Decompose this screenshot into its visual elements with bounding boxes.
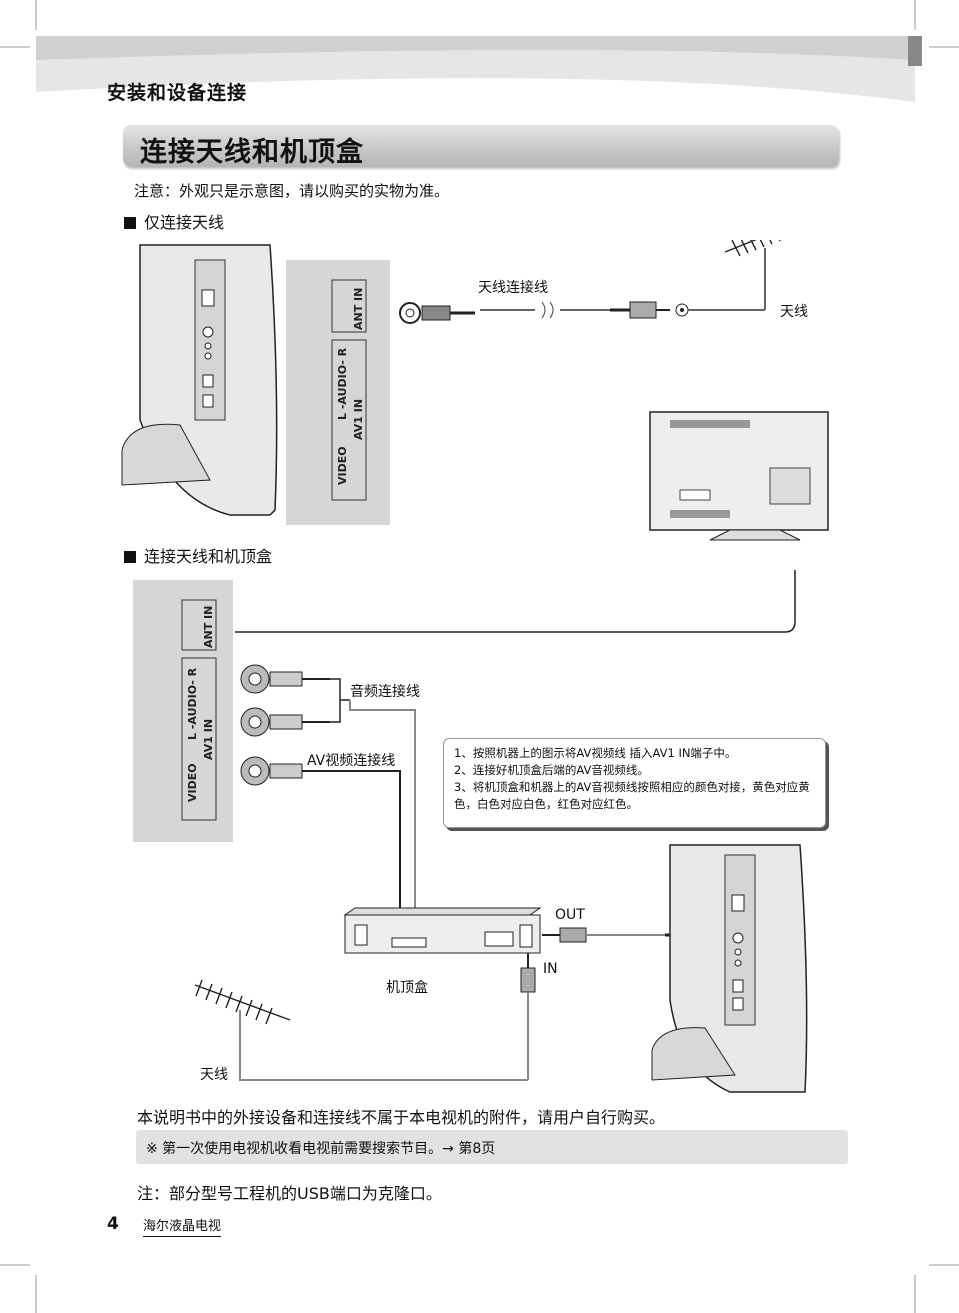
antenna-label-1: 天线: [780, 304, 808, 320]
av1-in-label: AV1 IN: [352, 399, 365, 440]
tip-bar: ※ 第一次使用电视机收看电视前需要搜索节目。→ 第8页: [136, 1130, 848, 1164]
audio-label: L -AUDIO- R: [336, 347, 349, 420]
tip-text: ※ 第一次使用电视机收看电视前需要搜索节目。→ 第8页: [146, 1141, 496, 1157]
av-cable-label: AV视频连接线: [307, 753, 396, 769]
bullet-square-icon: [124, 217, 136, 229]
ant-in-label: ANT IN: [352, 288, 365, 330]
title-bar: [123, 125, 839, 167]
instruction-3: 3、将机顶盒和机器上的AV音视频线按照相应的颜色对接，黄色对应黄色，白色对应白色…: [454, 780, 810, 811]
set-top-box-icon: [343, 907, 542, 954]
stb-label: 机顶盒: [386, 980, 428, 996]
audio-cable-label: 音频连接线: [350, 684, 420, 700]
section2-heading: 连接天线和机顶盒: [124, 543, 272, 567]
antenna-label-2: 天线: [200, 1067, 228, 1083]
instruction-1: 1、按照机器上的图示将AV视频线 插入AV1 IN端子中。: [454, 746, 737, 760]
video-label: VIDEO: [186, 763, 199, 802]
out-label: OUT: [555, 907, 585, 923]
instructions-box: 1、按照机器上的图示将AV视频线 插入AV1 IN端子中。 2、连接好机顶盒后端…: [443, 738, 826, 828]
ant-in-label: ANT IN: [202, 606, 215, 648]
antenna-stb-diagram: ANT IN L -AUDIO- R AV1 IN VIDEO: [133, 570, 808, 1093]
instruction-2: 2、连接好机顶盒后端的AV音视频线。: [454, 763, 649, 777]
page-title: 连接天线和机顶盒: [140, 137, 364, 168]
antenna-icon: [194, 979, 291, 1025]
section-title: 安装和设备连接: [107, 82, 248, 104]
video-label: VIDEO: [336, 446, 349, 485]
bullet-square-icon: [124, 551, 136, 563]
section1-heading: 仅连接天线: [124, 209, 224, 233]
crop-marks: [0, 1264, 959, 1313]
brand-footer: 海尔液晶电视: [143, 1215, 222, 1237]
header-banner: [0, 0, 959, 102]
disclaimer-text: 本说明书中的外接设备和连接线不属于本电视机的附件，请用户自行购买。: [137, 1108, 666, 1127]
audio-label: L -AUDIO- R: [186, 667, 199, 740]
av1-in-label: AV1 IN: [202, 719, 215, 760]
usb-note: 注：部分型号工程机的USB端口为克隆口。: [137, 1184, 442, 1203]
antenna-cable-label: 天线连接线: [478, 280, 548, 296]
in-label: IN: [543, 961, 558, 977]
page-number: 4: [107, 1214, 119, 1234]
antenna-icon: [724, 240, 781, 257]
appearance-note: 注意：外观只是示意图，请以购买的实物为准。: [134, 182, 450, 200]
antenna-only-diagram: ANT IN L -AUDIO- R AV1 IN VIDEO: [121, 240, 829, 541]
